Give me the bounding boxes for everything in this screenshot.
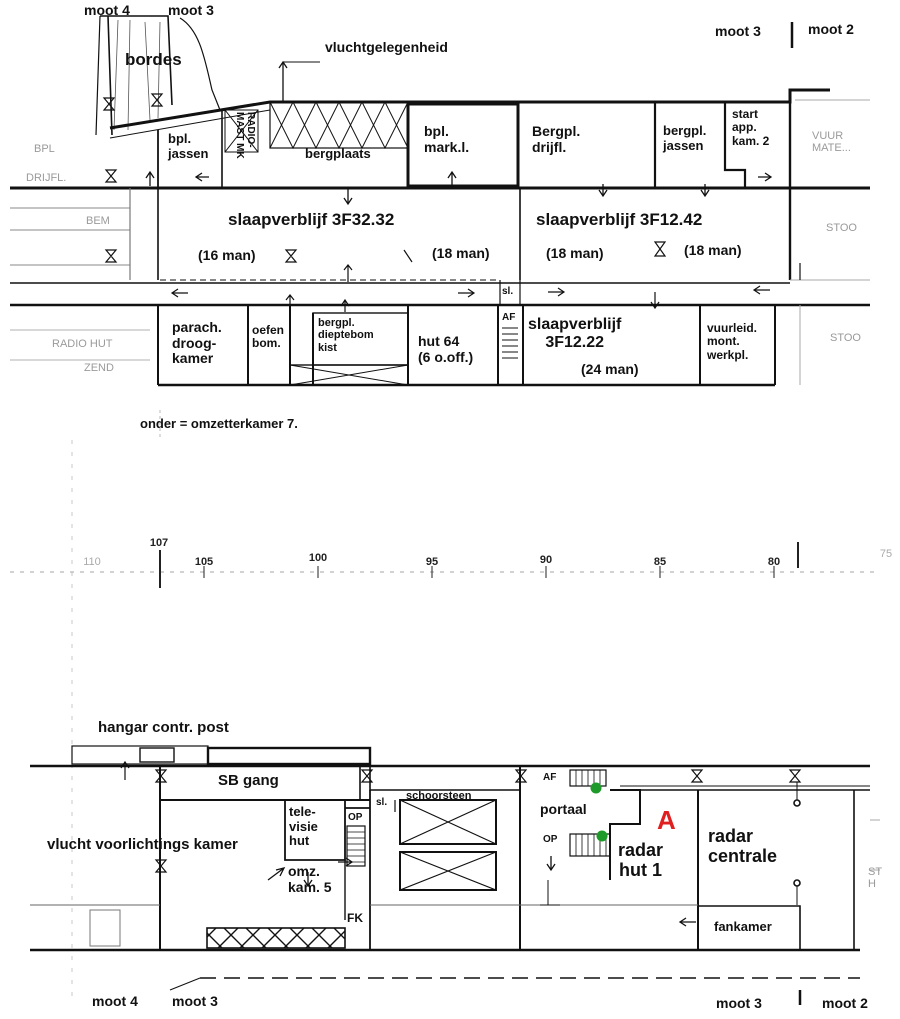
op-right-label: OP — [543, 834, 558, 845]
vlucht-voorlichtings-kamer-label: vlucht voorlichtings kamer — [47, 836, 238, 853]
scale-tick-100: 100 — [308, 552, 328, 564]
bpl-mark-label: bpl. mark.l. — [424, 123, 470, 155]
ghost-stoo-2-label: STOO — [830, 332, 861, 344]
slaapverblijf-3f3232-label: slaapverblijf 3F32.32 — [228, 210, 395, 229]
af-top-label: AF — [502, 312, 516, 323]
fk-label: FK — [347, 911, 363, 925]
televisie-hut-label: tele- visie hut — [289, 804, 318, 849]
moot-3-bottom-left-label: moot 3 — [172, 993, 218, 1009]
ghost-bem-label: BEM — [86, 215, 110, 227]
radio-mast-label: RADIO- MAST MK — [233, 112, 256, 159]
men-18-a-label: (18 man) — [432, 245, 490, 261]
bordes-label: bordes — [125, 50, 182, 69]
bpl-jassen-left-label: bpl. jassen — [168, 131, 209, 161]
scale-tick-80: 80 — [767, 556, 781, 568]
moot-2-top-label: moot 2 — [808, 21, 854, 37]
scale-tick-75: 75 — [879, 548, 893, 560]
vluchtgelegenheid-label: vluchtgelegenheid — [325, 39, 448, 55]
bergpl-jassen-right-label: bergpl. jassen — [663, 123, 707, 153]
scale-tick-105: 105 — [194, 556, 214, 568]
moot-3-bottom-right-label: moot 3 — [716, 995, 762, 1011]
ghost-drijfl-label: DRIJFL. — [26, 172, 67, 184]
sb-gang-label: SB gang — [218, 772, 279, 789]
men-24-label: (24 man) — [581, 361, 639, 377]
af-bottom-label: AF — [543, 772, 557, 783]
parach-droogkamer-label: parach. droog- kamer — [172, 319, 222, 367]
access-point-af — [590, 782, 602, 794]
men-18-b-label: (18 man) — [546, 245, 604, 261]
bergplaats-label: bergplaats — [305, 146, 371, 161]
marker-a-label: A — [657, 805, 676, 835]
men-16-label: (16 man) — [198, 247, 256, 263]
radar-centrale-label: radar centrale — [708, 826, 778, 867]
scale-tick-110: 110 — [83, 556, 101, 568]
scale-tick-107: 107 — [149, 537, 169, 549]
ghost-vuur-label: VUUR MATE... — [812, 130, 851, 155]
access-point-op — [596, 830, 608, 842]
schoorsteen-label: schoorsteen — [406, 790, 472, 802]
op-left-label: OP — [348, 812, 363, 823]
portaal-label: portaal — [540, 801, 587, 817]
moot-4-top-label: moot 4 — [84, 2, 130, 18]
scale-tick-95: 95 — [425, 556, 439, 568]
vuurleid-label: vuurleid. mont. werkpl. — [707, 321, 758, 362]
moot-4-bottom-label: moot 4 — [92, 993, 138, 1009]
radar-hut-1-label: radar hut 1 — [618, 840, 664, 881]
frame-scale — [10, 440, 880, 1000]
sl-bottom-label: sl. — [376, 797, 388, 808]
ghost-zend-label: ZEND — [84, 362, 114, 374]
onder-note-label: onder = omzetterkamer 7. — [140, 416, 298, 431]
ghost-stoo-1-label: STOO — [826, 222, 857, 234]
ghost-bpl-label: BPL — [34, 143, 55, 155]
scale-tick-85: 85 — [653, 556, 667, 568]
bottom-plan-outline — [30, 745, 880, 1005]
hangar-contr-post-label: hangar contr. post — [98, 719, 229, 736]
top-plan-outline — [10, 15, 870, 440]
men-18-c-label: (18 man) — [684, 242, 742, 258]
moot-3-top-left-label: moot 3 — [168, 2, 214, 18]
omz-kam-5-label: omz. kam. 5 — [288, 863, 332, 895]
bergpl-drijfl-label: Bergpl. drijfl. — [532, 123, 581, 155]
oefen-bom-label: oefen bom. — [252, 323, 285, 351]
scale-tick-90: 90 — [539, 554, 553, 566]
bergpl-dieptebom-kist-label: bergpl. dieptebom kist — [318, 317, 374, 354]
start-app-label: start app. kam. 2 — [732, 107, 770, 148]
ghost-st-label: ST H — [868, 866, 883, 891]
fankamer-label: fankamer — [714, 919, 772, 934]
moot-3-top-right-label: moot 3 — [715, 23, 761, 39]
slaapverblijf-3f1222-label: slaapverblijf 3F12.22 — [528, 316, 622, 351]
sl-top-label: sl. — [502, 286, 514, 297]
hut-64-label: hut 64 (6 o.off.) — [418, 333, 474, 365]
slaapverblijf-3f1242-label: slaapverblijf 3F12.42 — [536, 210, 703, 229]
ghost-radio-hut-label: RADIO HUT — [52, 338, 113, 350]
moot-2-bottom-label: moot 2 — [822, 995, 868, 1011]
